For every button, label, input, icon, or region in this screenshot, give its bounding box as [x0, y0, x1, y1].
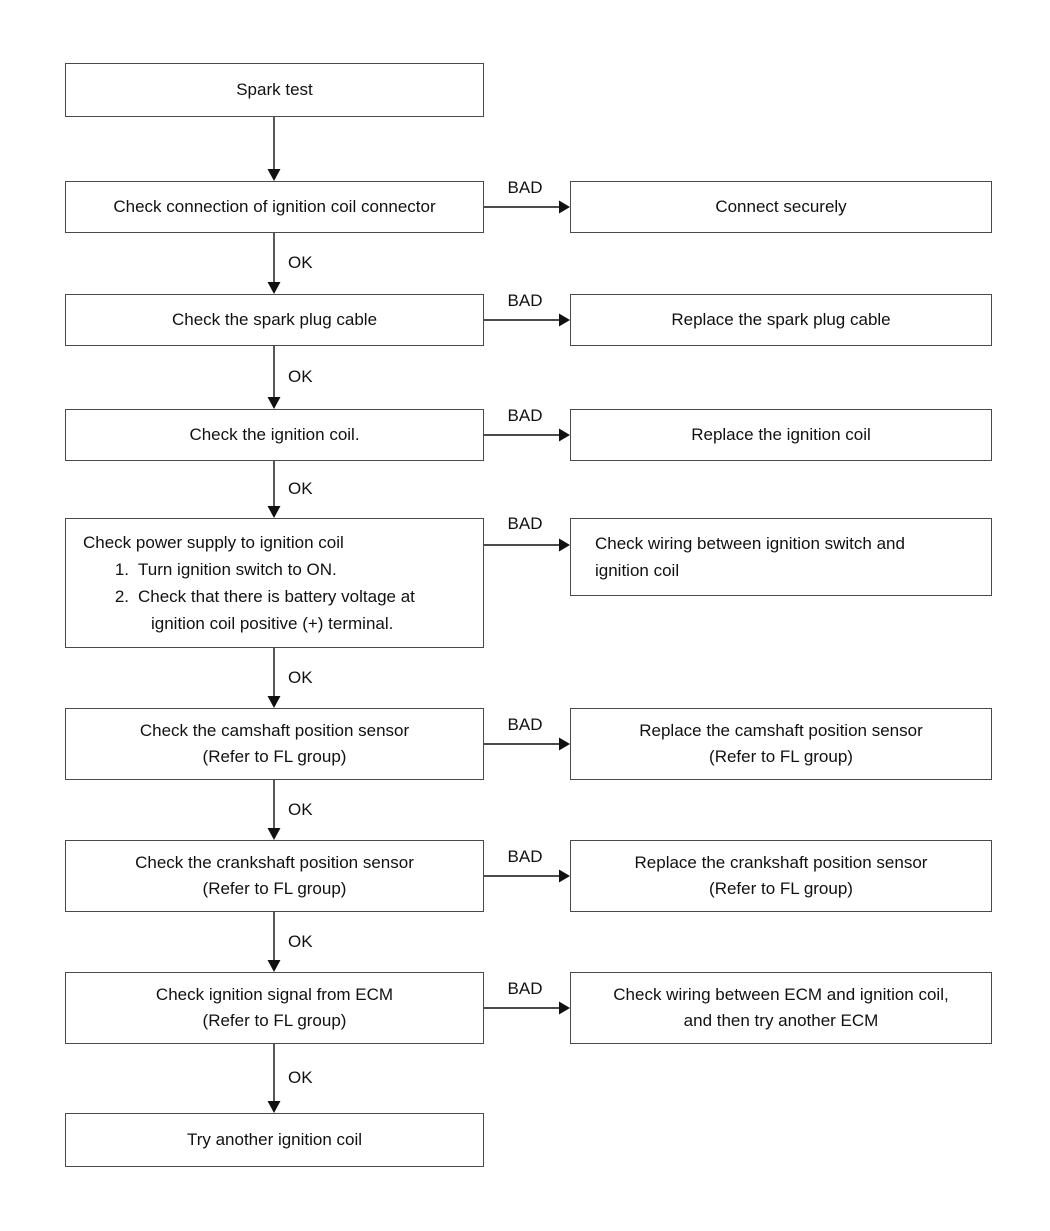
bad-label-5: BAD: [507, 715, 543, 734]
ok-label-7: OK: [288, 1068, 313, 1087]
down-arrow-3: [267, 346, 281, 409]
bad-label-3: BAD: [507, 406, 543, 425]
bad-label-7: BAD: [507, 979, 543, 998]
check-camshaft-sensor-box: Check the camshaft position sensor (Refe…: [65, 708, 484, 780]
box-text-line: ignition coil: [595, 561, 680, 580]
ok-label-5: OK: [288, 800, 313, 819]
box-text-line: Check power supply to ignition coil: [83, 533, 344, 552]
bad-arrow-3: [484, 428, 570, 442]
box-text-line: Check wiring between ignition switch and: [595, 534, 905, 553]
box-text-line: Check the camshaft position sensor: [139, 721, 410, 740]
check-ignition-coil-connector-box: Check connection of ignition coil connec…: [65, 181, 484, 233]
down-arrow-4: [267, 461, 281, 518]
bad-arrow-1: [484, 200, 570, 214]
ok-label-4: OK: [288, 668, 313, 687]
down-arrow-2: [267, 233, 281, 294]
box-text-line: Check the ignition coil.: [189, 425, 360, 444]
box-text-line: Replace the camshaft position sensor: [639, 721, 923, 740]
action-replace-spark-plug-cable-box: Replace the spark plug cable: [570, 294, 992, 346]
ok-label-1: OK: [288, 253, 313, 272]
box-text-line: Check connection of ignition coil connec…: [113, 197, 436, 216]
action-replace-camshaft-sensor-box: Replace the camshaft position sensor (Re…: [570, 708, 992, 780]
bad-arrow-6: [484, 869, 570, 883]
action-check-wiring-ecm-box: Check wiring between ECM and ignition co…: [570, 972, 992, 1044]
ok-label-2: OK: [288, 367, 313, 386]
check-spark-plug-cable-box: Check the spark plug cable: [65, 294, 484, 346]
item-number: 2.: [114, 587, 129, 606]
bad-arrow-7: [484, 1001, 570, 1015]
bad-arrow-5: [484, 737, 570, 751]
bad-arrow-2: [484, 313, 570, 327]
box-text-line: Spark test: [236, 80, 313, 99]
box-text-line: and then try another ECM: [683, 1011, 879, 1030]
bad-label-1: BAD: [507, 178, 543, 197]
check-ignition-signal-ecm-box: Check ignition signal from ECM (Refer to…: [65, 972, 484, 1044]
check-power-supply-box: Check power supply to ignition coil 1. T…: [65, 518, 484, 648]
box-text-line: Replace the ignition coil: [691, 425, 871, 444]
item-text: Turn ignition switch to ON.: [138, 560, 337, 579]
start-box-spark-test: Spark test: [65, 63, 484, 117]
box-text-line: Replace the spark plug cable: [671, 310, 891, 329]
check-ignition-coil-box: Check the ignition coil.: [65, 409, 484, 461]
down-arrow-6: [267, 780, 281, 840]
action-check-wiring-ignition-switch-box: Check wiring between ignition switch and…: [570, 518, 992, 596]
bad-label-6: BAD: [507, 847, 543, 866]
box-text-line: (Refer to FL group): [202, 879, 347, 898]
down-arrow-5: [267, 648, 281, 708]
box-text-line: (Refer to FL group): [709, 747, 853, 766]
bad-label-4: BAD: [507, 514, 543, 533]
box-text-line: (Refer to FL group): [202, 1011, 347, 1030]
item-text: Check that there is battery voltage at i…: [138, 587, 415, 633]
action-replace-crankshaft-sensor-box: Replace the crankshaft position sensor (…: [570, 840, 992, 912]
bad-arrow-4: [484, 538, 570, 552]
box-text-line: (Refer to FL group): [709, 879, 853, 898]
action-replace-ignition-coil-box: Replace the ignition coil: [570, 409, 992, 461]
box-text-line: Check ignition signal from ECM: [155, 985, 394, 1004]
action-connect-securely-box: Connect securely: [570, 181, 992, 233]
numbered-item: 2. Check that there is battery voltage a…: [103, 583, 465, 637]
end-box-try-another-ignition-coil: Try another ignition coil: [65, 1113, 484, 1167]
box-text-line: Check the crankshaft position sensor: [135, 853, 414, 872]
down-arrow-7: [267, 912, 281, 972]
box-text-line: Check wiring between ECM and ignition co…: [613, 985, 949, 1004]
box-text-line: Replace the crankshaft position sensor: [634, 853, 928, 872]
ok-label-3: OK: [288, 479, 313, 498]
down-arrow-8: [267, 1044, 281, 1113]
check-crankshaft-sensor-box: Check the crankshaft position sensor (Re…: [65, 840, 484, 912]
bad-label-2: BAD: [507, 291, 543, 310]
box-text-line: (Refer to FL group): [202, 747, 347, 766]
numbered-item: 1. Turn ignition switch to ON.: [103, 556, 465, 583]
ok-label-6: OK: [288, 932, 313, 951]
box-text-line: Check the spark plug cable: [171, 310, 378, 329]
down-arrow-1: [267, 117, 281, 181]
box-text-line: Try another ignition coil: [186, 1130, 363, 1149]
box-text-line: Connect securely: [715, 197, 847, 216]
item-number: 1.: [114, 560, 129, 579]
